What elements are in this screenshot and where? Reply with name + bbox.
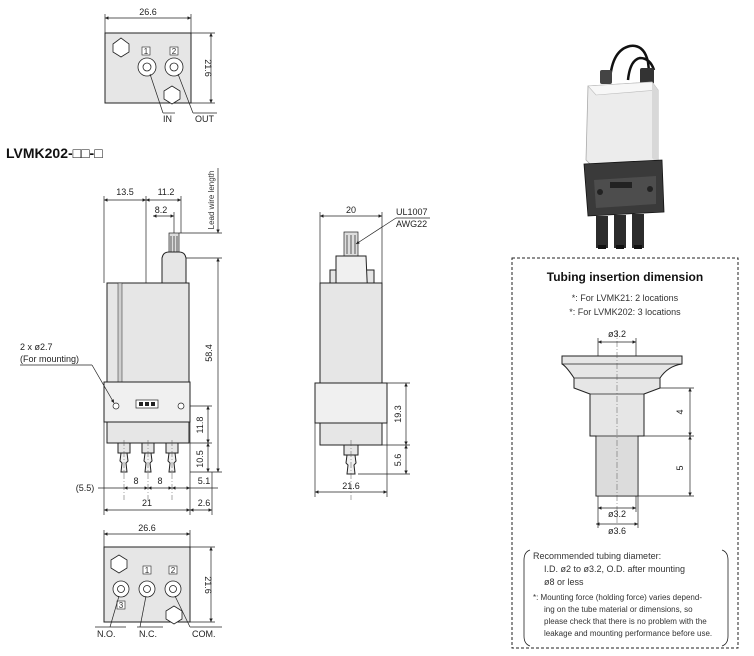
mount-hole-note: (For mounting) xyxy=(20,354,79,364)
bottom-width-dim: 26.6 xyxy=(138,523,156,533)
tubing-dim-mid: ø3.2 xyxy=(608,509,626,519)
recommend-line-6: please check that there is no problem wi… xyxy=(544,617,707,626)
bottom-port-1: 1 xyxy=(145,566,150,575)
tubing-dim-4: 4 xyxy=(675,409,685,414)
top-view: 1 2 26.6 21.6 IN OUT xyxy=(104,7,217,124)
dim-20: 20 xyxy=(346,205,356,215)
tubing-note-2: *: For LVMK202: 3 locations xyxy=(569,307,681,317)
model-title: LVMK202-□□-□ xyxy=(6,145,103,161)
mount-hole-icon xyxy=(112,402,120,410)
dim-8-2: 8.2 xyxy=(155,205,168,215)
tubing-dim-5: 5 xyxy=(675,465,685,470)
tubing-box: Tubing insertion dimension *: For LVMK21… xyxy=(511,257,739,649)
tubing-note-1: *: For LVMK21: 2 locations xyxy=(572,293,679,303)
recommend-line-2: I.D. ø2 to ø3.2, O.D. after mounting xyxy=(544,564,685,574)
mount-hole-label: 2 x ø2.7 xyxy=(20,342,53,352)
hex-nut-icon xyxy=(163,85,181,105)
side-body xyxy=(319,282,383,384)
dim-11-8: 11.8 xyxy=(195,417,205,434)
dim-10-5: 10.5 xyxy=(195,450,205,468)
front-view: 13.5 11.2 8.2 Lead wire length 58.4 11.8… xyxy=(20,168,222,515)
dim-8a: 8 xyxy=(133,476,138,486)
lead-wire-length: Lead wire length xyxy=(207,171,216,230)
mount-hole-icon xyxy=(177,402,185,410)
side-base xyxy=(314,382,388,424)
recommend-line-4: *: Mounting force (holding force) varies… xyxy=(533,593,702,602)
dim-11-2: 11.2 xyxy=(158,187,175,197)
tubing-dim-top: ø3.2 xyxy=(608,329,626,339)
wire-gauge: AWG22 xyxy=(396,219,427,229)
dim-19-3: 19.3 xyxy=(393,405,403,423)
label-no: N.O. xyxy=(97,629,116,639)
label-com: COM. xyxy=(192,629,216,639)
top-width-dim: 26.6 xyxy=(139,7,157,17)
recommend-line-7: leakage and mounting performance before … xyxy=(544,629,712,638)
coil-cap xyxy=(161,251,187,286)
top-height-dim: 21.6 xyxy=(203,59,213,77)
dim-21-6: 21.6 xyxy=(342,481,360,491)
dim-5-6: 5.6 xyxy=(393,454,403,467)
bottom-port-2: 2 xyxy=(171,566,176,575)
product-photo xyxy=(583,44,665,249)
dim-21: 21 xyxy=(142,498,152,508)
recommend-line-5: ing on the tube material or dimensions, … xyxy=(544,605,693,614)
hex-nut-icon xyxy=(165,605,183,625)
bottom-port-3: 3 xyxy=(119,601,124,610)
top-port-2: 2 xyxy=(172,47,177,56)
tubing-dim-bottom: ø3.6 xyxy=(608,526,626,536)
label-in: IN xyxy=(163,114,172,124)
bottom-view: 1 2 3 26.6 21.6 N.O. N.C. COM. xyxy=(95,523,222,639)
dim-5-5: (5.5) xyxy=(76,483,95,493)
hex-nut-icon xyxy=(110,554,128,574)
dim-13-5: 13.5 xyxy=(116,187,134,197)
bottom-plate xyxy=(106,421,190,444)
bottom-height-dim: 21.6 xyxy=(203,576,213,594)
top-port-1: 1 xyxy=(144,47,149,56)
recommend-line-1: Recommended tubing diameter: xyxy=(533,551,661,561)
wire-type: UL1007 xyxy=(396,207,428,217)
dim-8b: 8 xyxy=(157,476,162,486)
dim-2-6: 2.6 xyxy=(198,498,211,508)
recommend-line-3: ø8 or less xyxy=(544,577,584,587)
tubing-box-title: Tubing insertion dimension xyxy=(547,270,703,284)
hex-nut-icon xyxy=(112,37,130,58)
label-out: OUT xyxy=(195,114,215,124)
dim-58-4: 58.4 xyxy=(204,344,214,362)
label-nc: N.C. xyxy=(139,629,157,639)
dim-5-1: 5.1 xyxy=(198,476,211,486)
side-view: 20 UL1007 AWG22 19.3 5.6 21.6 xyxy=(314,205,430,500)
